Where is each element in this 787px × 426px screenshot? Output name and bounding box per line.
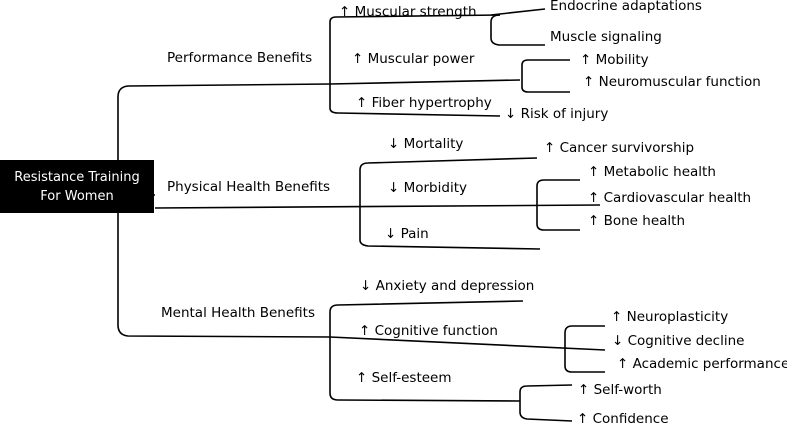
root-label-line1: Resistance Training (14, 169, 140, 185)
child-neuromuscular-function: ↑ Neuromuscular function (583, 74, 761, 90)
child-endocrine-adaptations: Endocrine adaptations (550, 0, 702, 14)
physical-lower-line (359, 205, 541, 250)
cognitive-bracket-lower (564, 349, 605, 373)
child-cancer-survivorship: ↑ Cancer survivorship (544, 140, 695, 156)
mental-vertical-line (329, 300, 524, 337)
child-muscle-signaling: Muscle signaling (550, 29, 662, 45)
spine-bottom-line (117, 195, 331, 338)
cognitive-bracket (564, 325, 605, 349)
item-anxiety-depression: ↓ Anxiety and depression (360, 278, 535, 294)
root-label-line2: For Women (40, 188, 114, 204)
item-pain: ↓ Pain (385, 226, 429, 242)
physical-branch-line (154, 204, 601, 209)
item-cognitive-function: ↑ Cognitive function (359, 323, 498, 339)
performance-lower-line (329, 84, 501, 117)
child-cardiovascular-health: ↑ Cardiovascular health (588, 190, 752, 206)
strength-bracket-top (490, 8, 546, 16)
strength-bracket (490, 14, 545, 46)
physical-vertical-line (359, 157, 538, 205)
selfesteem-bracket (519, 384, 573, 401)
power-line (329, 79, 521, 85)
spine-top-line (117, 83, 331, 196)
morbidity-bracket (536, 179, 580, 205)
child-metabolic-health: ↑ Metabolic health (588, 164, 716, 180)
child-cognitive-decline: ↓ Cognitive decline (612, 333, 745, 349)
child-bone-health: ↑ Bone health (588, 213, 686, 229)
performance-vertical-line (329, 14, 501, 84)
child-neuroplasticity: ↑ Neuroplasticity (611, 309, 729, 325)
child-academic-performance: ↑ Academic performance (617, 356, 787, 372)
mental-lower-line (329, 337, 521, 402)
power-bracket (521, 59, 570, 80)
branch-mental-label: Mental Health Benefits (161, 305, 315, 321)
item-self-esteem: ↑ Self-esteem (356, 370, 452, 386)
morbidity-bracket-lower (536, 205, 580, 231)
child-confidence: ↑ Confidence (577, 411, 669, 426)
child-self-worth: ↑ Self-worth (578, 382, 662, 398)
child-risk-of-injury: ↓ Risk of injury (505, 106, 609, 122)
branch-performance-label: Performance Benefits (167, 50, 313, 66)
item-mortality: ↓ Mortality (388, 136, 464, 152)
item-morbidity: ↓ Morbidity (388, 180, 467, 196)
item-muscular-strength: ↑ Muscular strength (339, 4, 477, 20)
root-node: Resistance Training For Women (0, 160, 154, 213)
power-bracket-lower (521, 80, 570, 93)
item-muscular-power: ↑ Muscular power (352, 51, 475, 67)
cognitive-line (329, 336, 606, 351)
child-mobility: ↑ Mobility (580, 52, 649, 68)
selfesteem-bracket-lower (519, 401, 573, 422)
branch-physical-label: Physical Health Benefits (167, 179, 331, 195)
item-fiber-hypertrophy: ↑ Fiber hypertrophy (356, 95, 492, 111)
